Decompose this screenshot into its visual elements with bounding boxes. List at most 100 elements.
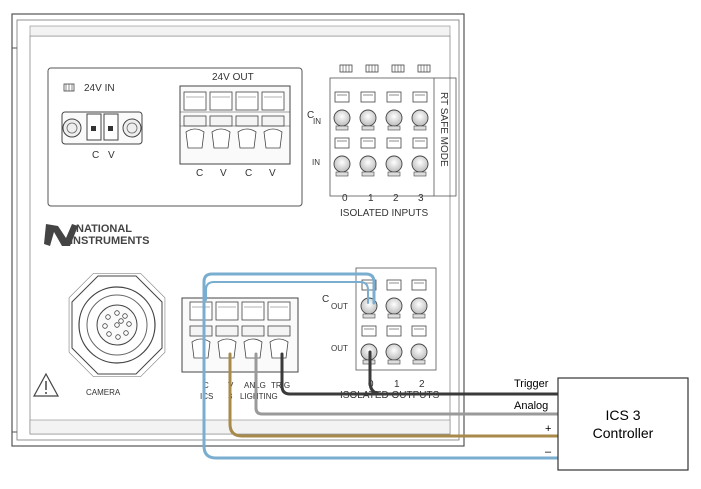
input-term-0-3-base xyxy=(413,125,427,131)
camera-pin-1 xyxy=(122,313,128,319)
output-term-1-1-screw xyxy=(385,343,403,361)
power-in-terminal-v: V xyxy=(108,150,115,161)
input-term-1-3-base xyxy=(413,171,427,177)
power-out-terminal-1: V xyxy=(220,168,227,179)
input-term-0-1-tab xyxy=(360,91,376,103)
wire-trigger xyxy=(280,350,560,396)
lighting-col-3-release-tab xyxy=(267,301,291,321)
input-term-1-0-screw xyxy=(333,155,351,173)
wire-cout-jumper xyxy=(205,281,369,304)
power-in-title: 24V IN xyxy=(84,83,115,94)
input-channel-3: 3 xyxy=(418,193,424,204)
output-term-0-0-base xyxy=(362,313,376,319)
power-out-col-3-body xyxy=(261,115,285,127)
output-term-1-1-base xyxy=(387,359,401,365)
output-row-cout-prefix: C xyxy=(322,294,329,305)
ni-logo: NATIONAL INSTRUMENTS xyxy=(44,223,149,247)
input-channel-1: 1 xyxy=(368,193,374,204)
input-term-0-1-base xyxy=(361,125,375,131)
wires xyxy=(202,272,560,460)
power-out-terminal-3: V xyxy=(269,168,276,179)
input-side-label: RT SAFE MODE xyxy=(438,92,449,167)
output-term-0-2-base xyxy=(412,313,426,319)
power-out-col-0-body xyxy=(183,115,207,127)
lighting-col-3-wire-hole xyxy=(269,338,289,359)
controller-line2: Controller xyxy=(593,425,654,441)
camera-pin-0 xyxy=(114,310,120,316)
input-term-1-1-tab xyxy=(360,137,376,149)
camera-connector: CAMERA xyxy=(68,272,166,397)
input-term-0-2-base xyxy=(387,125,401,131)
lighting-col-1-release-tab xyxy=(215,301,239,321)
input-term-0-2-screw xyxy=(385,109,403,127)
power-out-col-1-wire-hole xyxy=(211,128,231,149)
power-out-col-1-body xyxy=(209,115,233,127)
input-term-1-0-base xyxy=(335,171,349,177)
lighting-col-2-wire-hole xyxy=(243,338,263,359)
power-out-col-1-release-tab xyxy=(209,91,233,111)
wire-minus xyxy=(202,272,560,460)
input-term-0-3-tab xyxy=(412,91,428,103)
power-in-connector: 24V IN C V xyxy=(61,83,143,161)
power-out-title: 24V OUT xyxy=(212,72,254,83)
input-row-cin-prefix: C xyxy=(307,110,314,121)
output-term-0-2-screw xyxy=(410,297,428,315)
input-term-0-0-base xyxy=(335,125,349,131)
output-row-out: OUT xyxy=(331,344,348,353)
camera-pin-7 xyxy=(105,314,111,320)
lighting-sublabel-lighting: LIGHTING xyxy=(240,392,278,401)
lighting-terminal-c: C xyxy=(203,381,209,390)
power-in-terminal-c: C xyxy=(92,150,99,161)
power-out-terminal-2: C xyxy=(245,168,252,179)
lighting-col-1-wire-hole xyxy=(217,338,237,359)
input-term-0-0-tab xyxy=(334,91,350,103)
output-term-1-2-tab xyxy=(411,325,427,337)
output-term-0-1-base xyxy=(387,313,401,319)
wire-label-plus: + xyxy=(545,423,551,435)
lighting-col-0-wire-hole xyxy=(191,338,211,359)
output-row-cout-sub: OUT xyxy=(331,302,348,311)
input-term-1-1-base xyxy=(361,171,375,177)
input-term-0-0-screw xyxy=(333,109,351,127)
input-row-in: IN xyxy=(312,158,320,167)
camera-pin-8 xyxy=(114,322,120,328)
controller-line1: ICS 3 xyxy=(605,407,640,423)
camera-pin-5 xyxy=(106,331,112,337)
device-chassis xyxy=(11,13,465,447)
lighting-sublabel-ics: ICS xyxy=(200,392,213,401)
camera-pin-3 xyxy=(123,330,129,336)
output-term-1-2-screw xyxy=(410,343,428,361)
isolated-outputs-block: C OUT OUT 0 1 2 ISOLATED OUTPUTS xyxy=(322,267,440,401)
input-term-0-2-tab xyxy=(386,91,402,103)
controller-box: ICS 3 Controller xyxy=(557,377,689,471)
lighting-connector: C V ANLG TRIG ICS 3 LIGHTING xyxy=(181,297,299,401)
input-term-1-2-base xyxy=(387,171,401,177)
output-term-1-0-tab xyxy=(361,325,377,337)
output-term-0-2-tab xyxy=(411,279,427,291)
lighting-col-0-release-tab xyxy=(189,301,213,321)
warning-icon xyxy=(32,372,60,397)
lighting-col-2-release-tab xyxy=(241,301,265,321)
power-out-col-2-body xyxy=(235,115,259,127)
power-out-col-3-release-tab xyxy=(261,91,285,111)
camera-pin-6 xyxy=(102,323,108,329)
power-out-col-0-release-tab xyxy=(183,91,207,111)
ni-eagle-icon xyxy=(44,224,78,246)
camera-label: CAMERA xyxy=(86,388,121,397)
power-out-terminal-0: C xyxy=(196,168,203,179)
isolated-inputs-block: C IN IN RT SAFE MODE 0 1 2 3 ISOLATED IN… xyxy=(307,64,457,219)
input-term-1-2-tab xyxy=(386,137,402,149)
wire-analog xyxy=(254,352,560,416)
input-term-1-1-screw xyxy=(359,155,377,173)
lighting-col-2-body xyxy=(241,325,265,337)
input-term-0-3-screw xyxy=(411,109,429,127)
logo-line2: INSTRUMENTS xyxy=(70,235,149,247)
power-panel xyxy=(47,67,303,207)
input-row-cin-sub: IN xyxy=(313,117,321,126)
wire-label-minus: – xyxy=(545,446,552,458)
logo-line1: NATIONAL xyxy=(76,223,132,235)
power-out-col-2-release-tab xyxy=(235,91,259,111)
output-channel-1: 1 xyxy=(394,379,400,390)
input-term-0-1-screw xyxy=(359,109,377,127)
